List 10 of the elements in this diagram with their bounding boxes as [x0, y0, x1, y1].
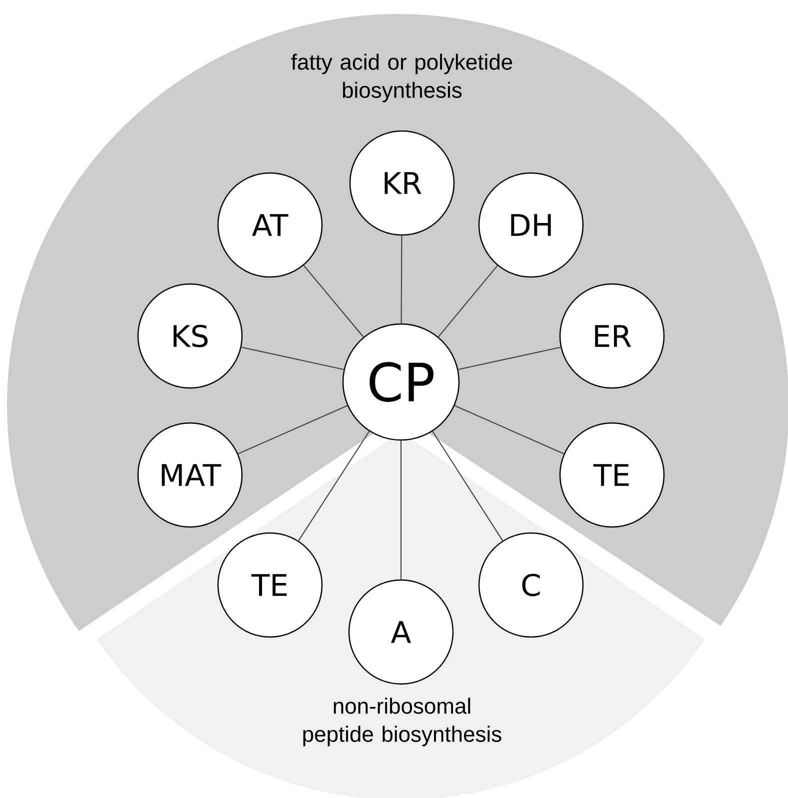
spoke-line [303, 265, 364, 338]
spoke-line [400, 236, 402, 324]
spoke-line [432, 431, 504, 541]
spoke-line [438, 265, 498, 338]
spoke-line [454, 405, 564, 454]
spoke-line [400, 440, 402, 580]
spoke-line [238, 405, 348, 454]
spoke-line [458, 346, 561, 370]
spoke-line [241, 346, 344, 370]
spoke-line [298, 430, 370, 542]
